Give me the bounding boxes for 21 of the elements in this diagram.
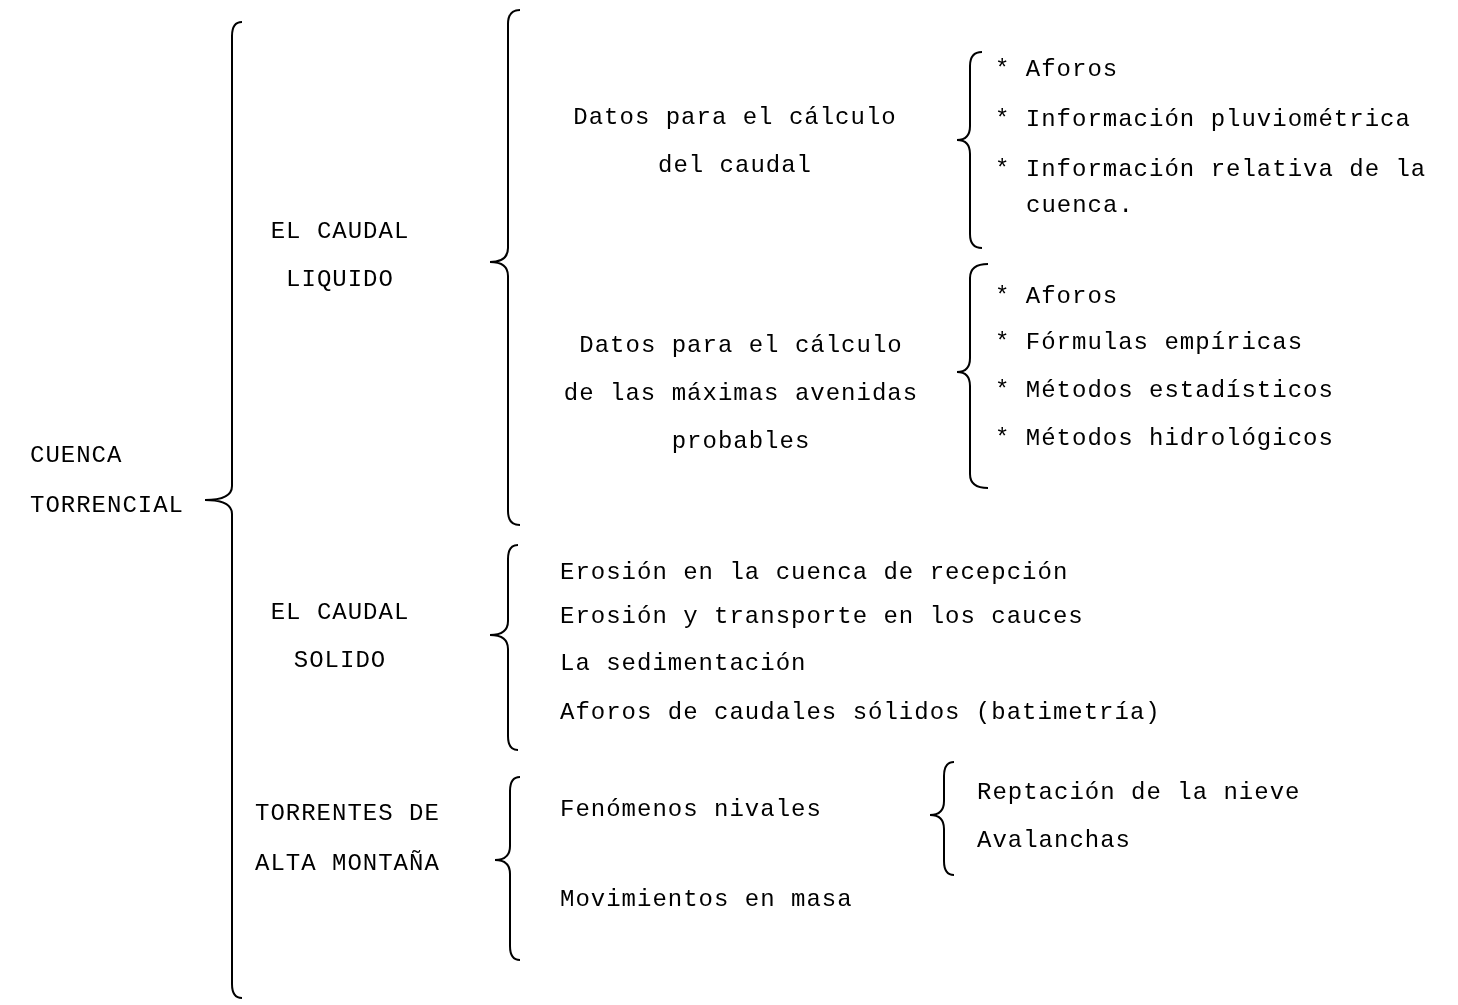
list-item: * Información pluviométrica xyxy=(995,105,1411,135)
category-label: TORRENTES DE ALTA MONTAÑA xyxy=(255,799,441,879)
list-item: La sedimentación xyxy=(560,649,807,679)
list-item: * Métodos estadísticos xyxy=(995,376,1334,406)
list-item: Reptación de la nieve xyxy=(977,778,1301,808)
category-label: EL CAUDAL SOLIDO xyxy=(269,598,411,676)
list-item: * Fórmulas empíricas xyxy=(995,328,1304,358)
list-item: * Aforos xyxy=(995,55,1119,85)
list-item: Movimientos en masa xyxy=(560,885,853,915)
list-item: Aforos de caudales sólidos (batimetría) xyxy=(560,698,1161,728)
category-label: Datos para el cálculo del caudal xyxy=(572,103,898,181)
category-label: Datos para el cálculo de las máximas avenidas probables xyxy=(562,331,920,457)
list-item: Erosión en la cuenca de recepción xyxy=(560,558,1069,588)
category-label: EL CAUDAL LIQUIDO xyxy=(269,217,411,295)
list-item: * Aforos xyxy=(995,282,1119,312)
list-item: Avalanchas xyxy=(977,826,1132,856)
list-item: * Información relativa de la cuenca. xyxy=(995,155,1428,221)
list-item: * Métodos hidrológicos xyxy=(995,424,1334,454)
category-label: CUENCA TORRENCIAL xyxy=(30,441,186,521)
list-item: Erosión y transporte en los cauces xyxy=(560,602,1084,632)
list-item: Fenómenos nivales xyxy=(560,795,822,825)
